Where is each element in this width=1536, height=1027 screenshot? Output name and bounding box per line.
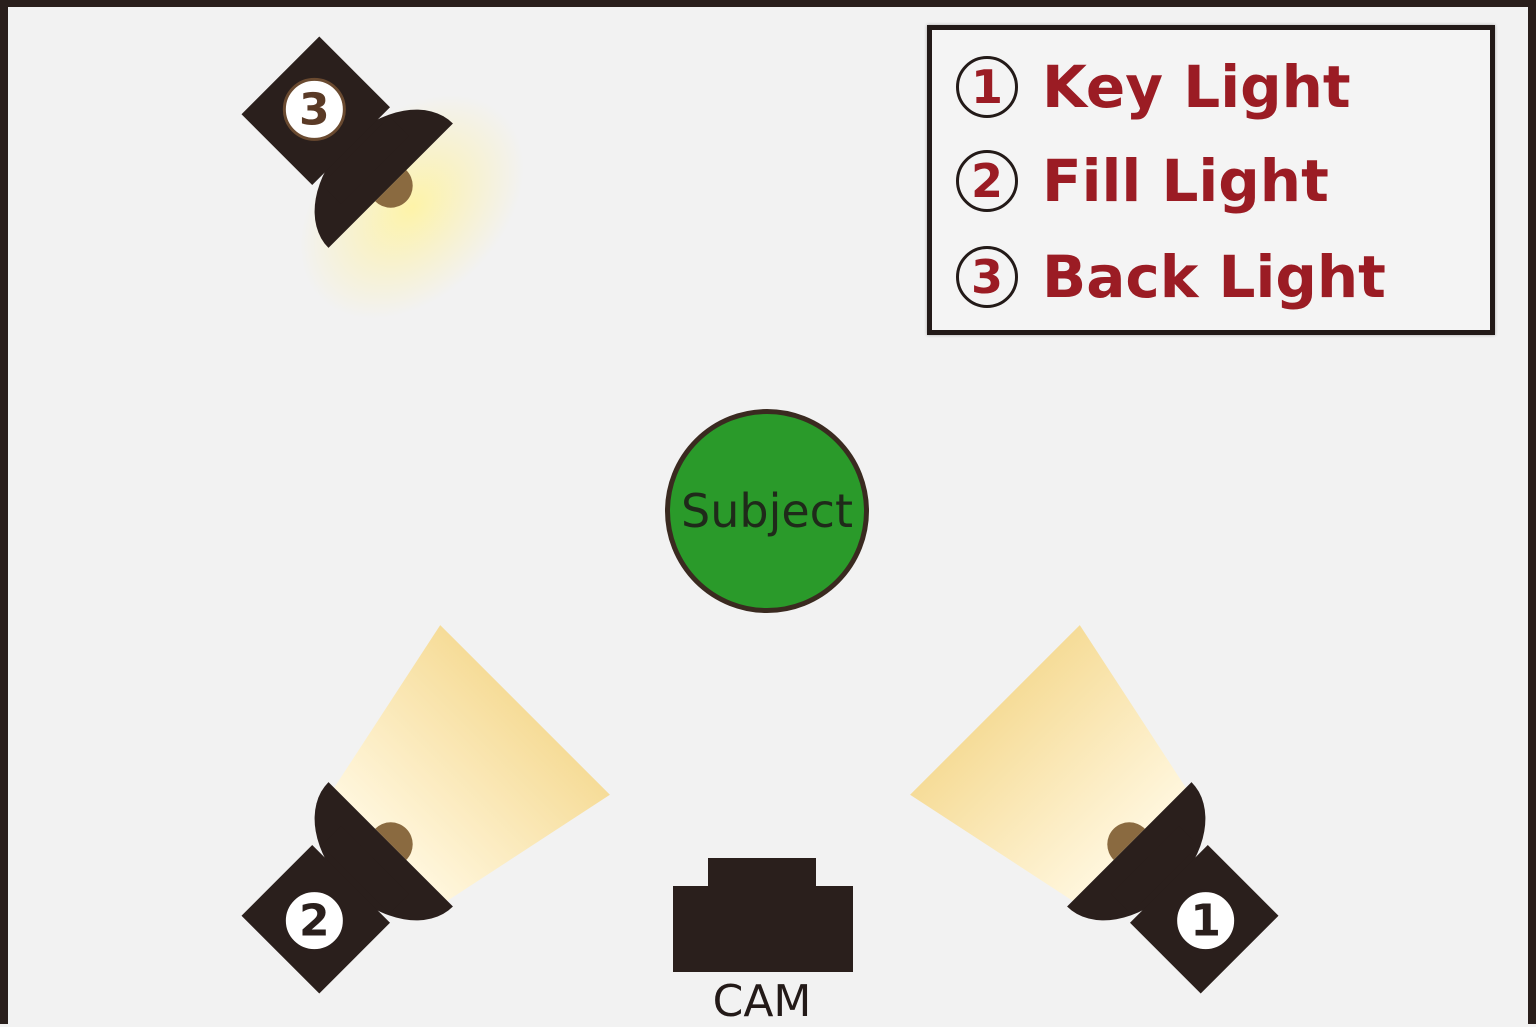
legend-number: 2 <box>956 150 1018 212</box>
light-neck <box>1110 825 1199 914</box>
light-number-badge <box>282 889 346 953</box>
legend-number: 1 <box>956 56 1018 118</box>
bulb <box>375 170 413 208</box>
key-light: 1 <box>910 625 1279 994</box>
subject-circle: Subject <box>665 409 869 613</box>
light-neck <box>321 825 410 914</box>
legend-item-key-light: 1 Key Light <box>956 52 1351 122</box>
legend-label: Key Light <box>1042 53 1351 121</box>
legend-item-back-light: 3 Back Light <box>956 242 1386 312</box>
fill-light: 2 <box>241 625 610 994</box>
light-number: 3 <box>299 84 330 135</box>
light-number: 2 <box>299 896 330 947</box>
light-number-badge <box>282 77 346 141</box>
legend-label: Back Light <box>1042 243 1386 311</box>
light-neck <box>321 116 410 205</box>
subject-label: Subject <box>681 484 853 538</box>
legend-item-fill-light: 2 Fill Light <box>956 146 1329 216</box>
legend-number: 3 <box>956 246 1018 308</box>
camera-label: CAM <box>712 976 812 1027</box>
camera-icon <box>673 858 853 972</box>
legend-box: 1 Key Light 2 Fill Light 3 Back Light <box>927 25 1495 335</box>
light-number: 1 <box>1190 896 1221 947</box>
bulb <box>375 822 413 860</box>
back-light: 3 <box>241 36 524 319</box>
light-number-badge <box>1174 889 1238 953</box>
legend-label: Fill Light <box>1042 147 1329 215</box>
bulb <box>1107 822 1145 860</box>
